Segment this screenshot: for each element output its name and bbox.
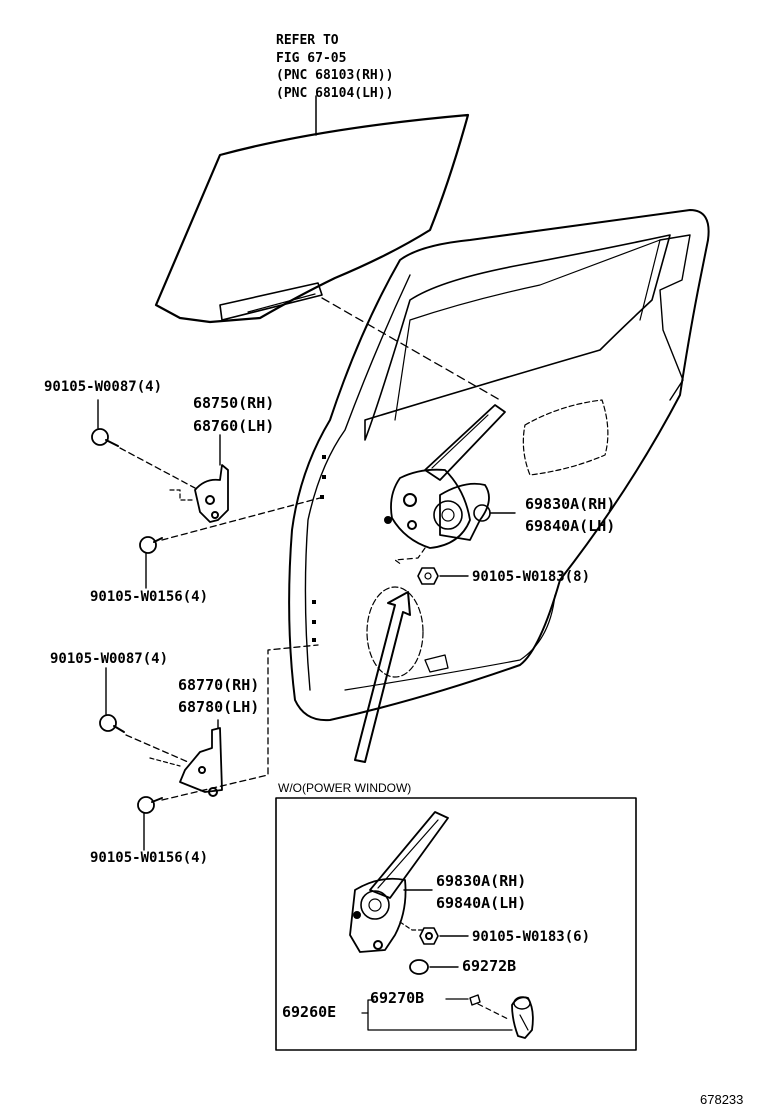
upper-hinge: [169, 464, 229, 523]
label-bolt-lower-b: 90105-W0156(4): [90, 850, 209, 866]
refer-line-4: (PNC 68104(LH)): [276, 86, 394, 101]
inset-regulator-bolt: [419, 927, 439, 945]
label-hinge-lower-rh: 68770(RH): [178, 676, 260, 694]
label-regulator-lh: 69840A(LH): [525, 517, 616, 535]
label-handle-assy: 69260E: [282, 1003, 337, 1021]
label-inset-regulator-bolt: 90105-W0183(6): [472, 929, 591, 945]
handle-clip: [469, 994, 481, 1006]
regulator-bolt: [417, 567, 439, 585]
label-regulator-bolt: 90105-W0183(8): [472, 569, 591, 585]
door-shell: [288, 209, 710, 722]
lower-bolt-b: [137, 796, 163, 814]
washer: [409, 959, 429, 975]
window-handle: [511, 996, 534, 1039]
refer-line-3: (PNC 68103(RH)): [276, 68, 394, 83]
refer-line-1: REFER TO: [276, 33, 339, 48]
label-handle-clip: 69270B: [370, 989, 425, 1007]
label-hinge-upper-rh: 68750(RH): [193, 394, 275, 412]
label-inset-regulator-rh: 69830A(RH): [436, 872, 527, 890]
refer-line-2: FIG 67-05: [276, 51, 347, 66]
label-regulator-rh: 69830A(RH): [525, 495, 616, 513]
inset-title: W/O(POWER WINDOW): [278, 781, 412, 795]
manual-regulator: [349, 811, 449, 953]
inset-frame: [275, 797, 637, 1051]
label-inset-regulator-lh: 69840A(LH): [436, 894, 527, 912]
label-hinge-upper-lh: 68760(LH): [193, 417, 275, 435]
upper-bolt-a: [91, 428, 119, 447]
upper-bolt-b: [139, 536, 163, 554]
label-bolt-lower-a: 90105-W0087(4): [50, 651, 169, 667]
figure-number: 678233: [700, 1092, 744, 1107]
lower-hinge: [149, 727, 223, 797]
glass-dash-leader: [321, 297, 501, 401]
door-glass: [154, 95, 470, 324]
label-bolt-upper-a: 90105-W0087(4): [44, 379, 163, 395]
power-regulator: [384, 404, 506, 549]
label-hinge-lower-lh: 68780(LH): [178, 698, 260, 716]
label-bolt-upper-b: 90105-W0156(4): [90, 589, 209, 605]
install-arrow: [354, 591, 411, 763]
label-washer: 69272B: [462, 957, 517, 975]
lower-bolt-a: [99, 714, 125, 733]
